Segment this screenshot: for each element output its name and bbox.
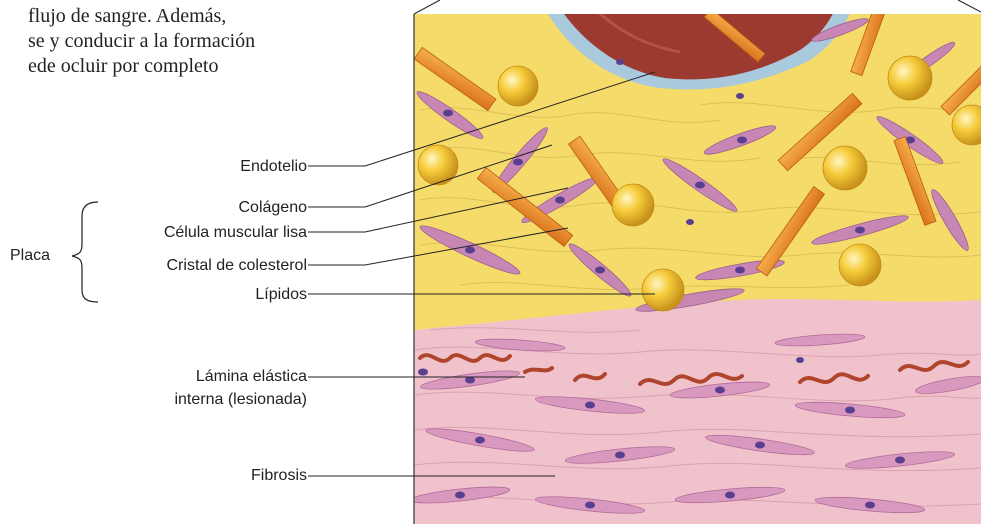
label-colageno: Colágeno xyxy=(239,198,308,218)
frame-top-left xyxy=(414,0,440,14)
frame-top-right xyxy=(958,0,981,12)
label-fibrosis: Fibrosis xyxy=(251,466,307,486)
label-lamina-line1: Lámina elástica xyxy=(196,367,307,387)
placa-brace xyxy=(72,202,98,302)
label-lipidos: Lípidos xyxy=(255,285,307,305)
tissue-layers xyxy=(410,0,981,524)
label-celula-muscular: Célula muscular lisa xyxy=(164,223,307,243)
label-cristal-colesterol: Cristal de colesterol xyxy=(167,256,308,276)
label-lamina-line2: interna (lesionada) xyxy=(174,390,307,410)
label-placa: Placa xyxy=(10,246,50,266)
label-endotelio: Endotelio xyxy=(240,157,307,177)
